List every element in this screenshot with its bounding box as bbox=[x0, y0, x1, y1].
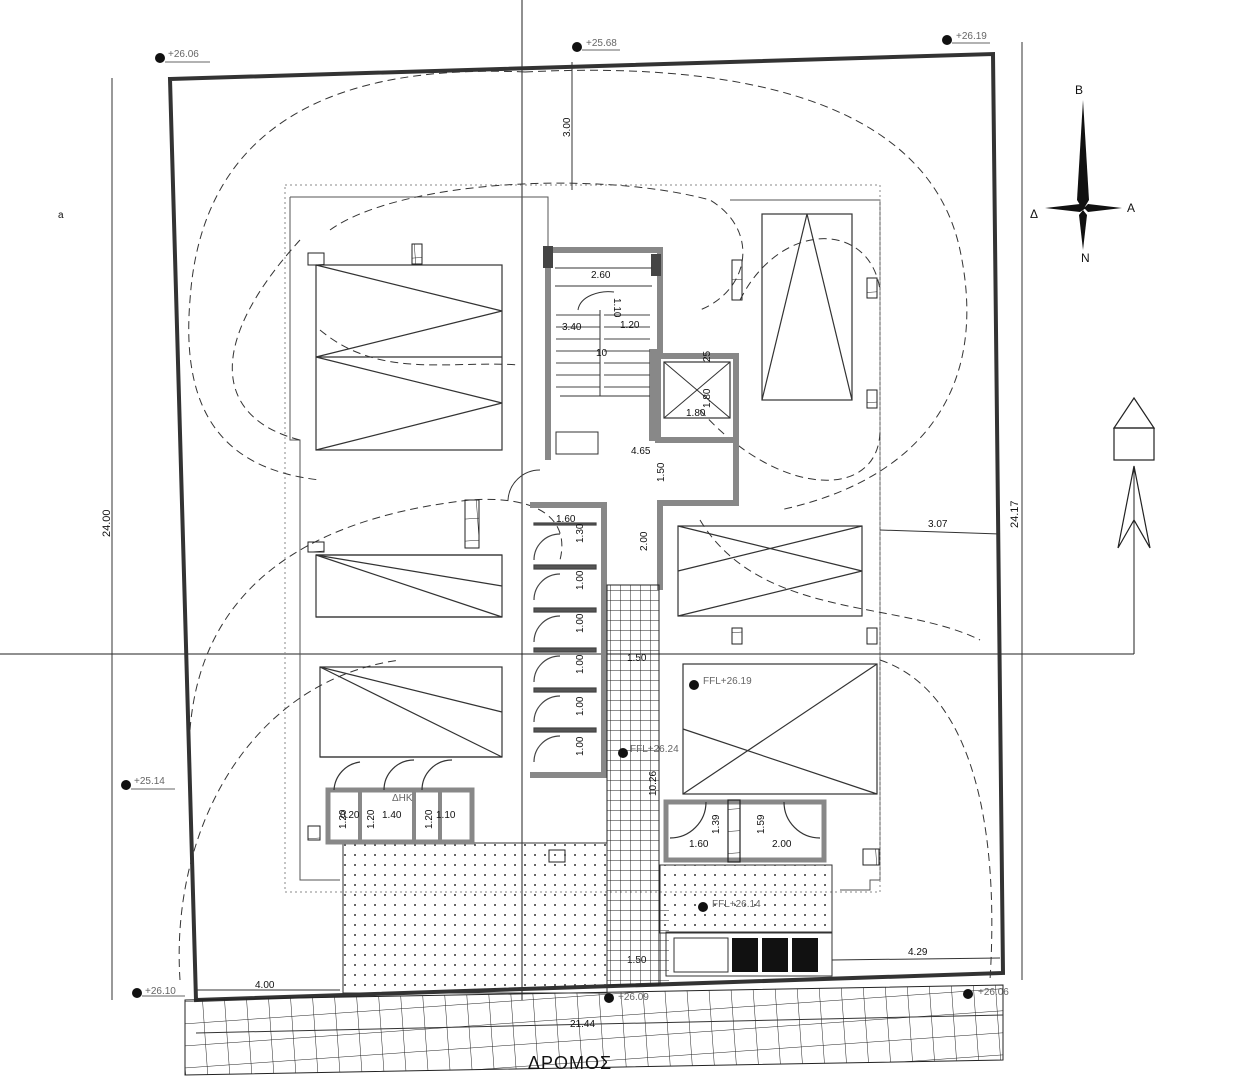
svg-text:1.00: 1.00 bbox=[575, 696, 586, 716]
level-marker: FFL+26.24 bbox=[618, 744, 679, 758]
svg-text:+25.68: +25.68 bbox=[586, 38, 617, 49]
svg-text:1.59: 1.59 bbox=[756, 814, 767, 834]
level-marker: FFL+26.14 bbox=[698, 899, 761, 912]
svg-text:1.20: 1.20 bbox=[424, 809, 435, 829]
storage-rooms bbox=[507, 469, 607, 778]
svg-text:25: 25 bbox=[702, 350, 713, 362]
svg-text:+26.10: +26.10 bbox=[145, 986, 176, 997]
svg-text:24.17: 24.17 bbox=[1009, 500, 1021, 528]
svg-text:2.00: 2.00 bbox=[772, 839, 792, 850]
level-marker: +26.06 bbox=[963, 987, 1009, 999]
svg-text:3.07: 3.07 bbox=[928, 519, 948, 530]
svg-text:2.60: 2.60 bbox=[591, 270, 611, 281]
svg-text:FFL+26.19: FFL+26.19 bbox=[703, 676, 752, 687]
level-marker: +26.09 bbox=[604, 992, 649, 1003]
road-strip bbox=[184, 984, 1004, 1076]
svg-text:1.50: 1.50 bbox=[627, 955, 647, 966]
level-marker: +26.19 bbox=[942, 31, 990, 45]
corridor-tiles-lower bbox=[659, 905, 669, 985]
entry-arrows bbox=[1112, 396, 1156, 549]
svg-text:10: 10 bbox=[596, 348, 608, 359]
svg-text:1.10: 1.10 bbox=[611, 298, 622, 318]
plot-boundary bbox=[167, 51, 1006, 1003]
svg-text:1.80: 1.80 bbox=[702, 388, 713, 408]
parking-bays bbox=[315, 213, 878, 795]
svg-text:1.10: 1.10 bbox=[436, 810, 456, 821]
svg-text:1.00: 1.00 bbox=[575, 613, 586, 633]
svg-text:1.20: 1.20 bbox=[338, 809, 349, 829]
svg-text:4.00: 4.00 bbox=[255, 980, 275, 991]
level-marker: +25.14 bbox=[121, 776, 175, 790]
svg-text:1.39: 1.39 bbox=[711, 814, 722, 834]
svg-text:1.00: 1.00 bbox=[575, 654, 586, 674]
svg-text:1.80: 1.80 bbox=[686, 408, 706, 419]
svg-text:24.00: 24.00 bbox=[101, 509, 113, 537]
compass-west-label: Δ bbox=[1030, 207, 1038, 221]
svg-text:+26.09: +26.09 bbox=[618, 992, 649, 1003]
paved-area bbox=[342, 842, 608, 994]
utility-rooms bbox=[663, 799, 827, 863]
waste-bins bbox=[665, 931, 833, 977]
svg-text:1.50: 1.50 bbox=[656, 462, 667, 482]
svg-text:+26.06: +26.06 bbox=[978, 987, 1009, 998]
svg-text:1.30: 1.30 bbox=[575, 523, 586, 543]
svg-text:1.60: 1.60 bbox=[556, 514, 576, 525]
svg-text:10.26: 10.26 bbox=[648, 771, 659, 796]
level-marker: +26.10 bbox=[132, 986, 185, 998]
paved-area-right bbox=[659, 864, 833, 934]
svg-text:0.20: 0.20 bbox=[340, 810, 360, 821]
svg-text:3.40: 3.40 bbox=[562, 322, 582, 333]
svg-text:1.00: 1.00 bbox=[575, 570, 586, 590]
svg-text:+26.19: +26.19 bbox=[956, 31, 987, 42]
level-marker: +25.68 bbox=[572, 38, 620, 52]
svg-text:1.20: 1.20 bbox=[620, 320, 640, 331]
svg-text:+25.14: +25.14 bbox=[134, 776, 165, 787]
compass-east-label: A bbox=[1127, 201, 1135, 215]
road-label: ΔΡΟΜΟΣ bbox=[528, 1053, 612, 1073]
compass-north-label: B bbox=[1075, 83, 1083, 97]
svg-text:3.00: 3.00 bbox=[562, 117, 573, 137]
level-markers: +26.06 +25.68 +26.19 +25.14 +26.10 +26.0… bbox=[121, 31, 1009, 1003]
compass-south-label: N bbox=[1081, 251, 1090, 265]
svg-text:1.50: 1.50 bbox=[627, 653, 647, 664]
stair-core bbox=[543, 246, 739, 590]
svg-text:FFL+26.14: FFL+26.14 bbox=[712, 899, 761, 910]
level-marker: +26.06 bbox=[155, 49, 210, 63]
svg-text:1.40: 1.40 bbox=[382, 810, 402, 821]
meter-cabinets bbox=[325, 759, 475, 845]
svg-text:1.00: 1.00 bbox=[575, 736, 586, 756]
svg-text:4.29: 4.29 bbox=[908, 947, 928, 958]
corridor-tiles bbox=[606, 584, 660, 986]
axis-lines bbox=[0, 0, 1135, 1000]
svg-text:2.00: 2.00 bbox=[639, 531, 650, 551]
dimension-lines bbox=[111, 42, 1023, 1034]
svg-text:1.20: 1.20 bbox=[366, 809, 377, 829]
building-outline bbox=[284, 184, 881, 893]
dimension-labels: 24.00 24.17 3.00 3.07 4.00 21.44 4.29 2.… bbox=[58, 117, 1021, 1030]
svg-text:1.60: 1.60 bbox=[689, 839, 709, 850]
svg-text:4.65: 4.65 bbox=[631, 446, 651, 457]
svg-text:a: a bbox=[58, 210, 64, 221]
svg-text:21.44: 21.44 bbox=[570, 1019, 595, 1030]
north-arrow: B N A Δ bbox=[1030, 83, 1135, 265]
svg-text:ΔΗΚ: ΔΗΚ bbox=[392, 793, 413, 804]
level-marker: FFL+26.19 bbox=[689, 676, 752, 690]
svg-text:+26.06: +26.06 bbox=[168, 49, 199, 60]
svg-text:FFL+26.24: FFL+26.24 bbox=[630, 744, 679, 755]
